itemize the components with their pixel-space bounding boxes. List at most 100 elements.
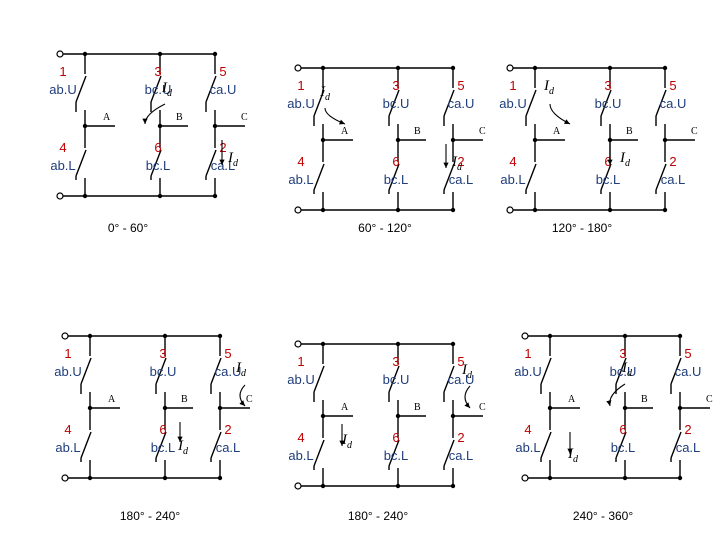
switch-blade <box>670 431 682 459</box>
switch-number: 5 <box>457 78 464 93</box>
switch-blade <box>443 163 455 191</box>
switch-label: ca.U <box>675 364 702 379</box>
phase-b-label: B <box>176 112 183 123</box>
terminal <box>294 206 302 214</box>
switch <box>443 352 455 412</box>
switch-blade <box>150 75 162 103</box>
switch <box>388 426 400 480</box>
switch <box>210 418 222 472</box>
switch-label: ca.U <box>448 96 475 111</box>
switch-label: ab.U <box>287 96 314 111</box>
phase-c-label: C <box>479 126 486 137</box>
switch-number: 4 <box>297 430 304 445</box>
arrow-head <box>607 159 613 165</box>
current-subscript: d <box>233 158 239 169</box>
switch-number: 6 <box>392 154 399 169</box>
terminal <box>294 482 302 490</box>
switch-number: 2 <box>457 430 464 445</box>
switch-blade <box>443 365 455 393</box>
terminal <box>521 332 529 340</box>
switch-number: 3 <box>604 78 611 93</box>
switch-blade <box>388 365 400 393</box>
switch <box>80 344 92 404</box>
terminal <box>294 64 302 72</box>
switch <box>75 62 87 122</box>
switch-blade <box>313 439 325 467</box>
arrow-head <box>239 400 245 406</box>
current-subscript: d <box>573 454 579 465</box>
arrow-head <box>464 402 470 408</box>
switch-blade <box>210 431 222 459</box>
switch <box>443 76 455 136</box>
phase-c-label: C <box>479 402 486 413</box>
switch-blade <box>443 439 455 467</box>
current-symbol: I <box>543 78 550 94</box>
switch-blade <box>388 89 400 117</box>
switch <box>150 62 162 122</box>
switch-number: 2 <box>457 154 464 169</box>
terminal <box>61 332 69 340</box>
switch-blade <box>655 89 667 117</box>
current-subscript: d <box>325 92 331 103</box>
switch-number: 2 <box>224 422 231 437</box>
current-subscript: d <box>625 158 631 169</box>
switch <box>540 344 552 404</box>
switch-label: ab.U <box>514 364 541 379</box>
switch <box>313 150 325 204</box>
switch-blade <box>155 431 167 459</box>
current-subscript: d <box>549 86 555 97</box>
switch-label: bc.L <box>596 172 621 187</box>
switch-number: 6 <box>604 154 611 169</box>
switch-number: 2 <box>669 154 676 169</box>
current-symbol: I <box>619 150 626 166</box>
phase-b-label: B <box>641 394 648 405</box>
arrow-head <box>564 119 570 124</box>
current-symbol: I <box>341 432 348 448</box>
switch-number: 1 <box>524 346 531 361</box>
phase-a-label: A <box>341 126 349 137</box>
phase-b-label: B <box>181 394 188 405</box>
phase-a-label: A <box>553 126 561 137</box>
switch-number: 3 <box>154 64 161 79</box>
switch <box>75 136 87 190</box>
terminal <box>521 474 529 482</box>
switch-blade <box>75 149 87 177</box>
switch-label: bc.U <box>150 364 177 379</box>
switch-blade <box>655 163 667 191</box>
current-symbol: I <box>235 360 242 376</box>
arrow-head <box>567 448 573 454</box>
phase-a-label: A <box>103 112 111 123</box>
switch-number: 1 <box>297 354 304 369</box>
phase-a-label: A <box>108 394 116 405</box>
current-subscript: d <box>457 162 463 173</box>
angle-range-label: 120° - 180° <box>552 221 613 235</box>
switch-blade <box>205 75 217 103</box>
switch <box>388 76 400 136</box>
switch-blade <box>313 89 325 117</box>
switch <box>155 344 167 404</box>
switch-label: bc.L <box>146 158 171 173</box>
switch-number: 3 <box>159 346 166 361</box>
switch-blade <box>80 431 92 459</box>
switch-blade <box>540 357 552 385</box>
switch-number: 1 <box>509 78 516 93</box>
switch-blade <box>525 89 537 117</box>
phase-c-label: C <box>241 112 248 123</box>
current-subscript: d <box>467 370 473 381</box>
switch-number: 3 <box>619 346 626 361</box>
switch-number: 3 <box>392 354 399 369</box>
switch-blade <box>313 163 325 191</box>
current-subscript: d <box>167 88 173 99</box>
current-label: Id <box>161 80 173 99</box>
switch <box>615 418 627 472</box>
switch-blade <box>600 89 612 117</box>
switch-label: bc.U <box>383 96 410 111</box>
arrow-head <box>219 159 225 165</box>
terminal <box>56 192 64 200</box>
current-symbol: I <box>227 150 234 166</box>
switch <box>205 136 217 190</box>
switch <box>615 344 627 404</box>
